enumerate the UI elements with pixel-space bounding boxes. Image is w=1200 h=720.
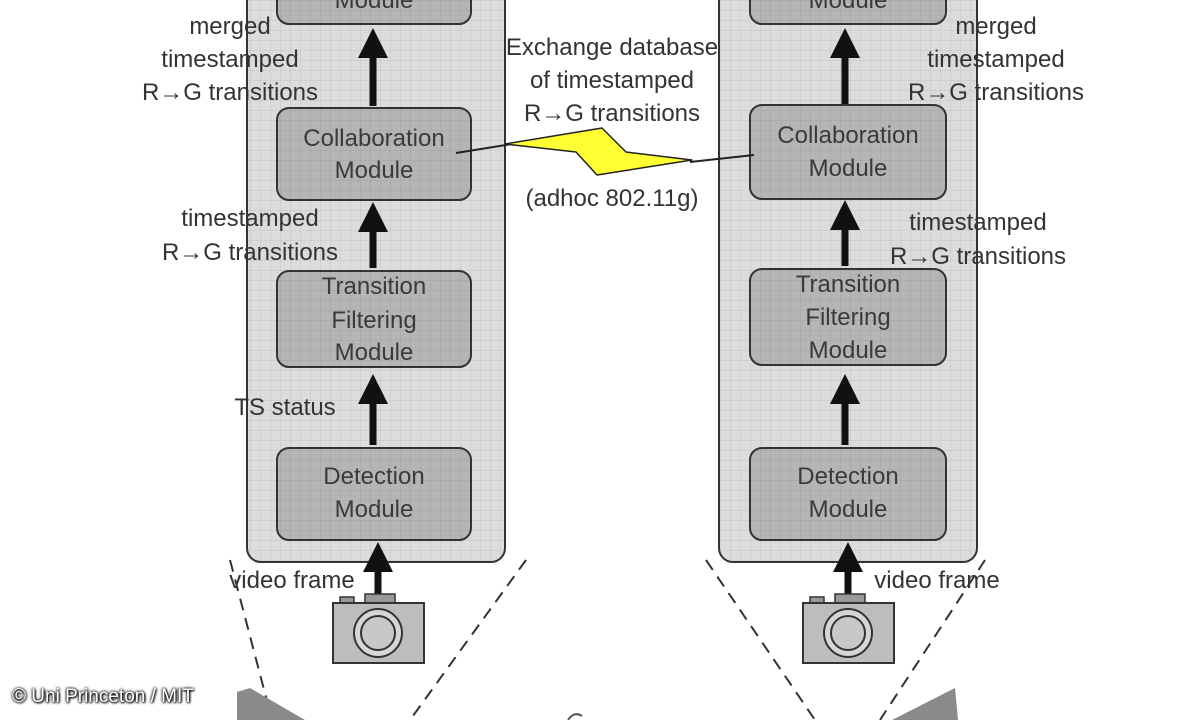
left-label-merged-2: timestamped	[161, 46, 298, 73]
right-transition-filtering-module	[749, 268, 947, 366]
right-top-module-label: Module	[809, 0, 888, 14]
right-label-video-frame: video frame	[874, 567, 999, 594]
right-detection-line1: Detection	[797, 463, 898, 490]
right-camera-icon	[802, 593, 895, 664]
right-label-merged-1: merged	[955, 13, 1036, 40]
left-top-module-label: Module	[335, 0, 414, 14]
left-detection-line2: Module	[335, 496, 414, 523]
left-label-video-frame: video frame	[229, 567, 354, 594]
left-detection-line1: Detection	[323, 463, 424, 490]
right-label-merged-3: R→G transitions	[908, 79, 1084, 106]
link-label-line2: of timestamped	[530, 67, 694, 94]
link-label-line1: Exchange database	[506, 34, 718, 61]
right-filtering-line3: Module	[809, 337, 888, 364]
right-filtering-line1: Transition	[796, 271, 900, 298]
left-label-timestamped-1: timestamped	[181, 205, 318, 232]
image-credit: © Uni Princeton / MIT	[12, 686, 194, 707]
left-camera-icon	[332, 593, 425, 664]
left-detection-module	[276, 447, 472, 541]
right-label-merged-2: timestamped	[927, 46, 1064, 73]
right-label-timestamped-2: R→G transitions	[890, 243, 1066, 270]
left-filtering-line2: Filtering	[331, 307, 416, 334]
left-collaboration-line1: Collaboration	[303, 125, 444, 152]
left-transition-filtering-module	[276, 270, 472, 368]
link-label-line3: R→G transitions	[524, 100, 700, 127]
right-label-timestamped-1: timestamped	[909, 209, 1046, 236]
left-collaboration-module	[276, 107, 472, 201]
left-field-of-view	[229, 559, 527, 720]
lightning-bolt-icon	[504, 127, 693, 176]
right-field-of-view	[705, 559, 986, 720]
right-collaboration-line1: Collaboration	[777, 122, 918, 149]
link-medium-label: (adhoc 802.11g)	[525, 185, 698, 212]
right-detection-line2: Module	[809, 496, 888, 523]
left-filtering-line3: Module	[335, 339, 414, 366]
left-label-merged-3: R→G transitions	[142, 79, 318, 106]
left-road-shape	[237, 688, 305, 720]
wireless-link: Exchange database of timestamped R→G tra…	[455, 34, 755, 212]
left-top-module	[276, 0, 472, 25]
node-right: Module Collaboration Module Transition F…	[705, 0, 1084, 720]
right-collaboration-module	[749, 104, 947, 200]
left-filtering-line1: Transition	[322, 273, 426, 300]
bottom-partial-glyph	[567, 713, 583, 720]
right-top-module	[749, 0, 947, 25]
right-collaboration-line2: Module	[809, 155, 888, 182]
left-label-merged-1: merged	[189, 13, 270, 40]
right-road-shape	[892, 688, 958, 720]
node-left: Module Collaboration Module Transition F…	[142, 0, 527, 720]
left-label-ts-status: TS status	[234, 394, 335, 421]
right-detection-module	[749, 447, 947, 541]
right-filtering-line2: Filtering	[805, 304, 890, 331]
left-collaboration-line2: Module	[335, 157, 414, 184]
left-label-timestamped-2: R→G transitions	[162, 239, 338, 266]
